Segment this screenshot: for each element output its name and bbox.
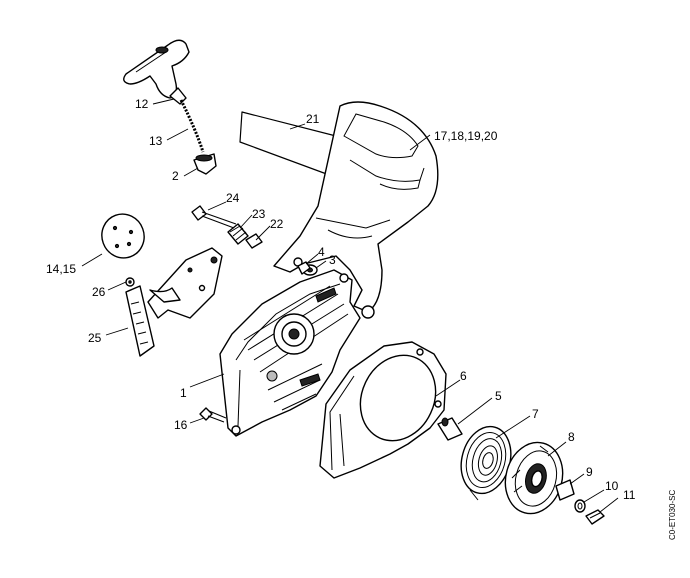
label-2: 2 [172, 169, 179, 183]
starter-rope [179, 99, 205, 153]
label-13: 13 [149, 134, 163, 148]
guide-plate [125, 285, 155, 357]
label-4: 4 [318, 245, 325, 259]
label-12: 12 [135, 97, 149, 111]
label-22: 22 [270, 217, 284, 231]
baffle [147, 247, 223, 319]
starter-grip [123, 39, 190, 105]
screw-26 [125, 277, 135, 287]
label-7: 7 [532, 407, 539, 421]
hand-guard [273, 101, 439, 319]
label-24: 24 [226, 191, 240, 205]
spring [227, 223, 249, 245]
hex-bolt [191, 205, 237, 229]
part-labels: 12 13 2 21 17,18,19,20 24 23 22 4 3 14,1… [46, 97, 677, 540]
label-16: 16 [174, 418, 188, 432]
label-3: 3 [329, 253, 336, 267]
label-8: 8 [568, 430, 575, 444]
label-25: 25 [88, 331, 102, 345]
label-14-15: 14,15 [46, 262, 76, 276]
label-6: 6 [460, 369, 467, 383]
label-23: 23 [252, 207, 266, 221]
label-10: 10 [605, 479, 619, 493]
label-26: 26 [92, 285, 106, 299]
sprocket-cover [219, 269, 361, 437]
decal [239, 111, 337, 177]
fan-housing [319, 341, 447, 479]
label-9: 9 [586, 465, 593, 479]
cover-plate [101, 213, 145, 259]
drawing-code: C0-ET030-SC [668, 490, 677, 540]
rewind-spring [460, 425, 512, 501]
rope-guide-bushing [193, 153, 217, 175]
label-1: 1 [180, 386, 187, 400]
rope-rotor [504, 441, 564, 515]
washer-10 [574, 499, 586, 513]
pawl [555, 479, 575, 501]
label-11: 11 [623, 488, 636, 502]
bushing [437, 417, 463, 441]
label-17-20: 17,18,19,20 [434, 129, 498, 143]
spring-clip [585, 509, 605, 525]
screw-16 [199, 407, 227, 423]
label-21: 21 [306, 112, 320, 126]
label-5: 5 [495, 389, 502, 403]
leader-lines [81, 98, 619, 513]
nut [297, 261, 311, 275]
